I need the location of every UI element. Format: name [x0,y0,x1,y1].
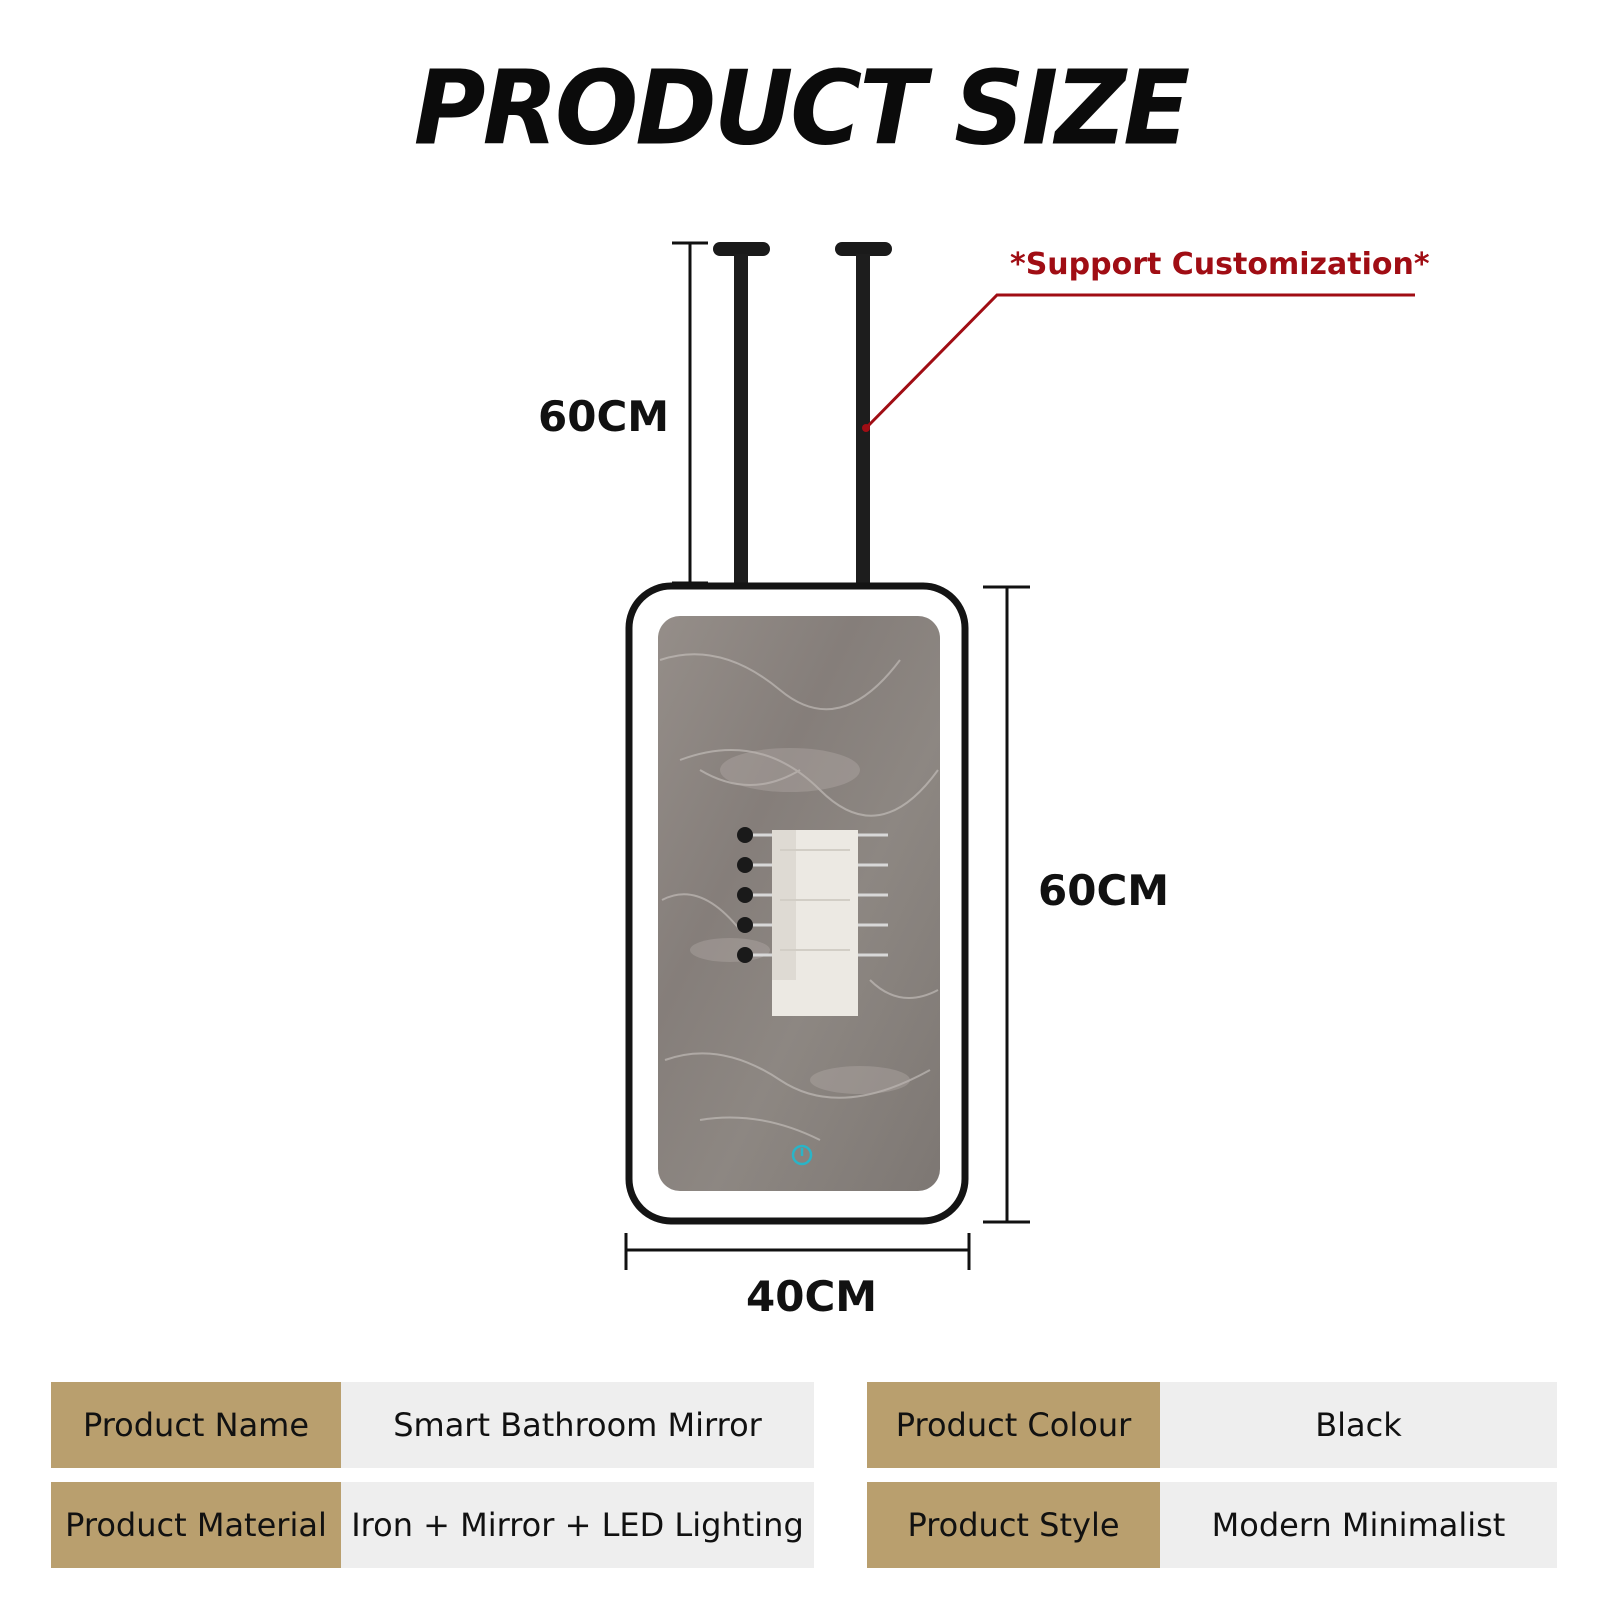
spec-row-product-material: Product Material Iron + Mirror + LED Lig… [51,1482,814,1568]
spec-value: Iron + Mirror + LED Lighting [341,1482,814,1568]
rod-height-dimension-line [672,241,708,585]
spec-label: Product Material [51,1482,341,1568]
spec-row-product-style: Product Style Modern Minimalist [867,1482,1557,1568]
spec-row-product-colour: Product Colour Black [867,1382,1557,1468]
rod-height-label: 60CM [538,392,670,441]
marble-veins [659,653,939,1141]
leader-dot [862,424,870,432]
spec-row-product-name: Product Name Smart Bathroom Mirror [51,1382,814,1468]
mirror-width-dimension-line [624,1233,971,1270]
mirror-width-label: 40CM [746,1272,878,1321]
customization-note: *Support Customization* [1010,247,1430,282]
ceiling-rods [713,242,892,586]
spec-value: Modern Minimalist [1160,1482,1557,1568]
spec-label: Product Style [867,1482,1160,1568]
power-touch-icon [791,1144,813,1166]
spec-label: Product Colour [867,1382,1160,1468]
mirror-height-label: 60CM [1038,866,1170,915]
page-title: PRODUCT SIZE [413,49,1190,169]
spec-value: Smart Bathroom Mirror [341,1382,814,1468]
mirror-height-dimension-line [983,585,1030,1224]
spec-label: Product Name [51,1382,341,1468]
mirror [625,582,969,1225]
customization-leader-line [864,293,1415,430]
towel [772,830,858,1016]
spec-value: Black [1160,1382,1557,1468]
